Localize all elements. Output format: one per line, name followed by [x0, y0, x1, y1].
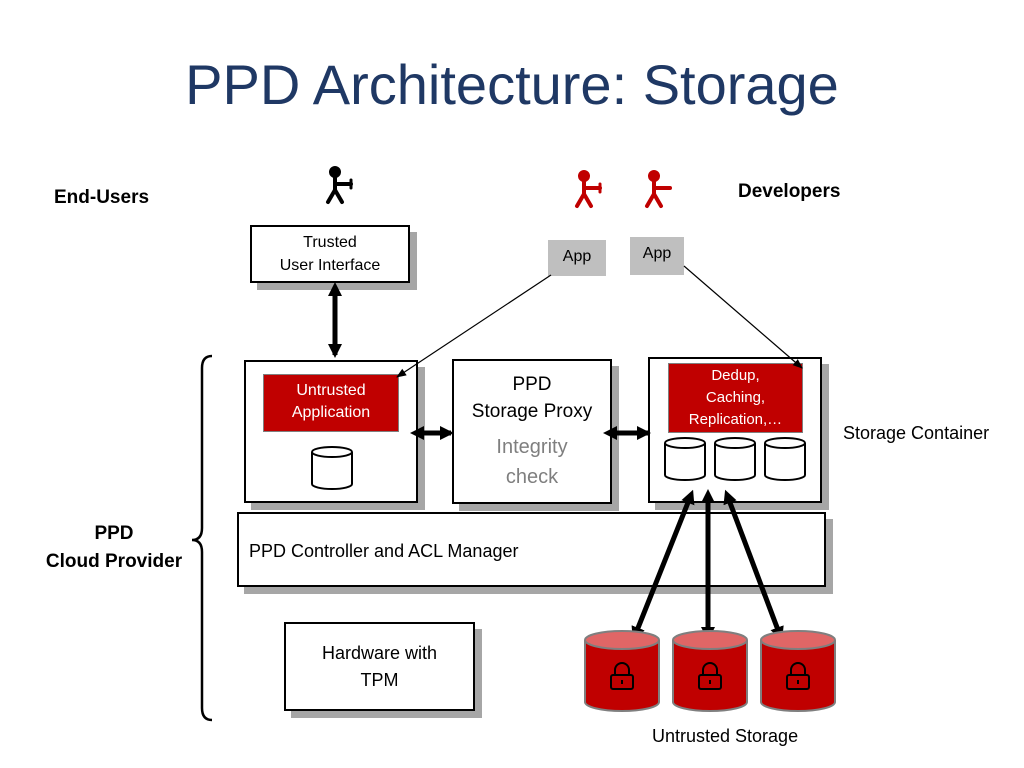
app1-arrow: [396, 274, 552, 378]
hardware-tpm-box[interactable]: Hardware with TPM: [284, 622, 475, 711]
lock-icon: [698, 662, 722, 690]
dedup-box[interactable]: Dedup, Caching, Replication,…: [668, 363, 803, 433]
untrusted-storage-database-icon-2: [672, 630, 748, 712]
untrusted-storage-database-icon-3: [760, 630, 836, 712]
proxy-line2: Storage Proxy: [471, 401, 593, 422]
storage-container-label: Storage Container: [843, 423, 990, 443]
trusted-ui-line2: User Interface: [279, 257, 381, 274]
storage-arrow-3: [723, 489, 784, 641]
app-database-icon: [311, 446, 353, 490]
cloud-provider-label: PPD Cloud Provider: [40, 520, 188, 576]
cloud-provider-line2: Cloud Provider: [45, 551, 183, 572]
developers-label: Developers: [738, 181, 841, 202]
end-user-person-icon: [326, 166, 353, 204]
integrity-line1: Integrity: [496, 436, 568, 458]
cloud-provider-line1: PPD: [94, 523, 134, 544]
untrusted-app-line1: Untrusted: [296, 382, 366, 399]
hardware-line2: TPM: [360, 669, 399, 690]
trusted-ui-box[interactable]: Trusted User Interface: [250, 225, 410, 283]
trusted-ui-line1: Trusted: [303, 234, 357, 251]
untrusted-storage-label: Untrusted Storage: [652, 726, 799, 746]
untrusted-app-line2: Application: [291, 404, 371, 421]
hardware-line1: Hardware with: [321, 642, 438, 663]
untrusted-storage-database-icon-1: [584, 630, 660, 712]
dedup-line1: Dedup,: [711, 367, 760, 384]
integrity-line2: check: [505, 466, 559, 488]
app2-arrow: [683, 265, 803, 369]
app-box-1[interactable]: App: [548, 240, 606, 276]
controller-label: PPD Controller and ACL Manager: [249, 541, 519, 561]
developer-person-icon-1: [575, 170, 602, 208]
lock-icon: [610, 662, 634, 690]
dedup-line2: Caching,: [705, 389, 766, 406]
storage-proxy-box[interactable]: PPD Storage Proxy Integrity check: [452, 359, 612, 504]
container-database-icon-1: [664, 437, 706, 481]
dedup-line3: Replication,…: [688, 411, 783, 428]
lock-icon: [786, 662, 810, 690]
container-database-icon-2: [714, 437, 756, 481]
app-box-2[interactable]: App: [630, 237, 684, 275]
cloud-provider-brace: [191, 354, 213, 722]
end-users-label: End-Users: [54, 187, 150, 208]
developer-person-icon-2: [645, 170, 672, 208]
untrusted-app-box[interactable]: Untrusted Application: [263, 374, 399, 432]
storage-arrow-1: [631, 489, 695, 641]
container-database-icon-3: [764, 437, 806, 481]
page-title: PPD Architecture: Storage: [185, 53, 839, 116]
proxy-line1: PPD: [512, 374, 552, 395]
